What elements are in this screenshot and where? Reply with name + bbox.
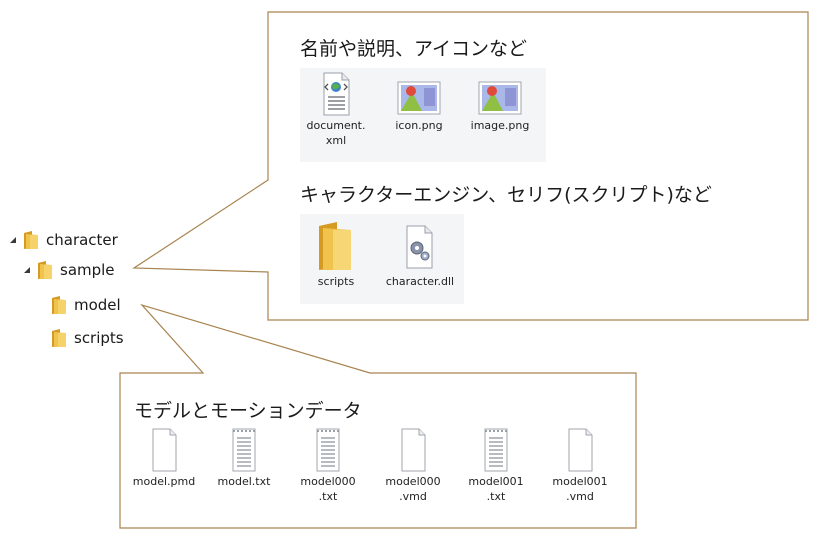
- folder-icon: [50, 328, 68, 348]
- file-name-line1: image.png: [470, 119, 530, 132]
- text-file-icon: [484, 428, 508, 472]
- file-icon-png[interactable]: icon.png: [383, 70, 455, 133]
- file-name-line1: model001: [468, 475, 524, 488]
- folder-icon: [50, 295, 68, 315]
- blank-file-icon: [568, 428, 593, 472]
- file-scripts-folder[interactable]: scripts: [300, 218, 372, 289]
- file-name-line2: .vmd: [566, 490, 594, 503]
- file-name-line1: model.pmd: [132, 475, 196, 488]
- file-model000-vmd[interactable]: model000 .vmd: [377, 426, 449, 504]
- text-file-icon: [232, 428, 256, 472]
- file-name-line1: character.dll: [385, 275, 455, 288]
- file-document-xml[interactable]: document. xml: [300, 70, 372, 148]
- tree-item-label: character: [46, 231, 118, 249]
- file-name-line1: icon.png: [395, 119, 443, 132]
- file-name-line2: xml: [325, 134, 347, 147]
- file-model-pmd[interactable]: model.pmd: [128, 426, 200, 489]
- tree-item-character[interactable]: character: [8, 228, 118, 252]
- file-model000-txt[interactable]: model000 .txt: [292, 426, 364, 504]
- xml-document-icon: [323, 72, 350, 116]
- file-image-png[interactable]: image.png: [464, 70, 536, 133]
- callout-info-title: 名前や説明、アイコンなど: [300, 38, 528, 60]
- image-file-icon: [397, 81, 441, 115]
- blank-file-icon: [401, 428, 426, 472]
- file-model-txt[interactable]: model.txt: [208, 426, 280, 489]
- file-character-dll[interactable]: character.dll: [378, 218, 462, 289]
- file-model001-txt[interactable]: model001 .txt: [460, 426, 532, 504]
- file-name-line1: scripts: [317, 275, 355, 288]
- file-name-line1: document.: [306, 119, 366, 132]
- file-name-line1: model000: [385, 475, 441, 488]
- file-model001-vmd[interactable]: model001 .vmd: [544, 426, 616, 504]
- file-name-line2: .txt: [486, 490, 506, 503]
- file-name-line2: .vmd: [399, 490, 427, 503]
- callout-engine-title: キャラクターエンジン、セリフ(スクリプト)など: [300, 184, 712, 206]
- callout-model-title: モデルとモーションデータ: [134, 400, 362, 422]
- folder-icon: [22, 230, 40, 250]
- expand-arrow-icon[interactable]: [22, 265, 32, 275]
- tree-item-scripts[interactable]: scripts: [50, 326, 124, 350]
- tree-item-label: scripts: [74, 329, 124, 347]
- file-name-line1: model001: [552, 475, 608, 488]
- dll-file-icon: [406, 225, 433, 269]
- file-name-line1: model.txt: [217, 475, 271, 488]
- file-name-line2: .txt: [318, 490, 338, 503]
- tree-item-label: model: [74, 296, 121, 314]
- text-file-icon: [316, 428, 340, 472]
- expand-arrow-icon[interactable]: [8, 235, 18, 245]
- tree-item-sample[interactable]: sample: [22, 258, 115, 282]
- tree-item-model[interactable]: model: [50, 293, 121, 317]
- callout-model-outline: [119, 303, 637, 529]
- image-file-icon: [478, 81, 522, 115]
- folder-icon: [319, 222, 351, 270]
- blank-file-icon: [152, 428, 177, 472]
- file-name-line1: model000: [300, 475, 356, 488]
- tree-item-label: sample: [60, 261, 115, 279]
- folder-icon: [36, 260, 54, 280]
